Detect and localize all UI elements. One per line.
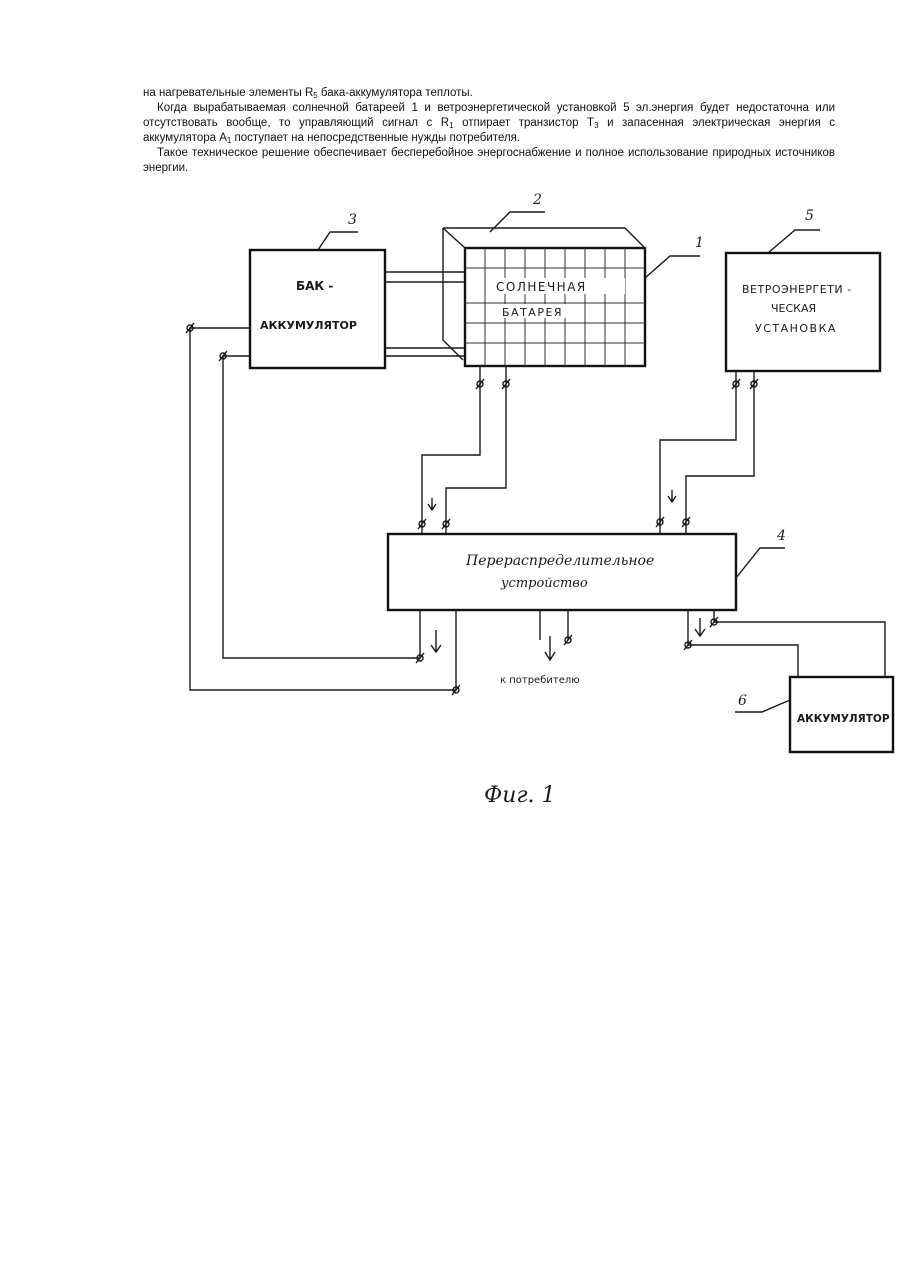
redistribution-device-box [388,534,736,610]
solar-frame-corner [443,228,465,248]
battery-label: АККУМУЛЯТОР [797,713,890,725]
tank-solar-pipes [385,272,465,356]
leader-5 [768,230,820,253]
solar-to-redist-wires [422,366,506,534]
terminal-marks [186,323,758,695]
redist-to-tank-wires [190,328,456,690]
leader-2 [490,212,545,232]
solar-frame-top [443,228,645,248]
label-num-1: 1 [695,235,704,251]
leader-1 [645,256,700,278]
tank-accumulator-box [250,250,385,368]
redist-label-line2: устройство [500,576,588,591]
label-num-2: 2 [532,192,542,208]
label-num-3: 3 [348,212,357,228]
tank-label-line1: БАК - [296,279,333,293]
wind-label-line1: ВЕТРОЭНЕРГЕТИ - [742,283,852,296]
tank-label-line2: АККУМУЛЯТОР [260,319,357,332]
redist-label-line1: Перераспределительное [465,553,654,569]
wind-label-line3: УСТАНОВКА [755,322,837,335]
leader-3 [318,232,358,250]
consumer-output-wires [540,610,568,660]
label-num-5: 5 [805,208,814,224]
solar-frame-side [443,228,463,360]
label-num-6: 6 [738,693,747,709]
text-paragraph-2: Когда вырабатываемая солнечной батареей … [143,101,835,146]
wind-to-redist-wires [660,371,754,534]
consumer-label: к потребителю [500,675,580,686]
solar-label-line2: БАТАРЕЯ [502,306,563,319]
figure-diagram: БАК - АККУМУЛЯТОР 3 СОЛНЕЧНАЯ БАТАРЕЯ 1 … [0,190,901,830]
wind-label-line2: ЧЕСКАЯ [771,302,816,315]
redist-to-battery-wires [688,610,885,677]
figure-caption: Фиг. 1 [484,783,556,808]
text-line-1: на нагревательные элементы R5 бака-аккум… [143,86,835,101]
label-num-4: 4 [776,528,786,544]
text-paragraph-3: Такое техническое решение обеспечивает б… [143,146,835,176]
leader-4 [736,548,785,578]
body-text: на нагревательные элементы R5 бака-аккум… [143,86,835,176]
solar-label-line1: СОЛНЕЧНАЯ [496,280,587,294]
